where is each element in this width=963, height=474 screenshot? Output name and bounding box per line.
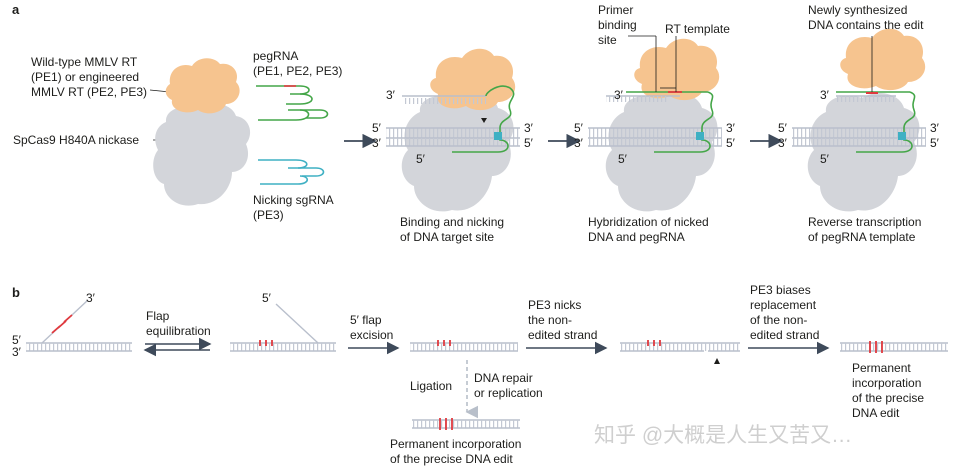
rt-protein-shape <box>165 58 240 114</box>
b-dna-3flap <box>26 299 132 352</box>
step1-5prime-left: 5′ <box>372 121 382 135</box>
step2-3prime-left: 3′ <box>574 136 584 150</box>
pe3-nicks-line1: PE3 nicks <box>528 298 581 312</box>
b-dna-excised <box>410 340 518 352</box>
step1-3prime-left: 3′ <box>372 136 382 150</box>
step2-caption-line1: Hybridization of nicked <box>588 215 709 229</box>
step2-3prime-right: 3′ <box>726 121 736 135</box>
flap-excision-line2: excision <box>350 328 393 342</box>
permanent-right-line4: DNA edit <box>852 406 900 420</box>
b-dna-nicked <box>620 340 740 364</box>
ligation-label: Ligation <box>410 379 452 393</box>
rt-label-line2: (PE1) or engineered <box>31 70 139 84</box>
step3-5prime-left: 5′ <box>778 121 788 135</box>
dna-repair-line2: or replication <box>474 386 543 400</box>
step2-5prime-left: 5′ <box>574 121 584 135</box>
b-dna-final-right <box>840 341 948 353</box>
step2-caption-line2: DNA and pegRNA <box>588 230 685 244</box>
b2-5prime: 5′ <box>262 291 272 305</box>
b-dna-final-left <box>412 418 520 430</box>
nicking-label-line2: (PE3) <box>253 208 284 222</box>
permanent-right-line1: Permanent <box>852 361 911 375</box>
synth-label-line2: DNA contains the edit <box>808 18 924 32</box>
pe3-biases-line4: edited strand <box>750 328 819 342</box>
pegrna-glyph <box>256 85 329 121</box>
pegrna-label-line1: pegRNA <box>253 49 298 63</box>
b1-3prime-bottom: 3′ <box>12 345 22 359</box>
step1-5prime-right: 5′ <box>524 136 534 150</box>
synth-label-line1: Newly synthesized <box>808 3 907 17</box>
step1-3prime-right: 3′ <box>524 121 534 135</box>
step3-caption-line1: Reverse transcription <box>808 215 921 229</box>
step2-5prime-right: 5′ <box>726 136 736 150</box>
rt-label-line1: Wild-type MMLV RT <box>31 55 138 69</box>
permanent-left-line1: Permanent incorporation <box>390 437 521 451</box>
cas9-label: SpCas9 H840A nickase <box>13 133 139 147</box>
step2-complex <box>588 35 722 212</box>
step1-caption-line1: Binding and nicking <box>400 215 504 229</box>
step1-5prime-guide: 5′ <box>416 152 426 166</box>
panel-b-letter: b <box>12 285 20 300</box>
step1-complex <box>386 48 520 212</box>
watermark: 知乎 @大概是人生又苦又… <box>594 424 852 447</box>
cas9-protein-shape <box>153 103 251 206</box>
pe3-biases-line3: of the non- <box>750 313 807 327</box>
pe3-biases-line2: replacement <box>750 298 817 312</box>
b1-5prime: 5′ <box>12 333 22 347</box>
step2-5prime-guide: 5′ <box>618 152 628 166</box>
step1-caption-line2: of DNA target site <box>400 230 494 244</box>
step3-5prime-guide: 5′ <box>820 152 830 166</box>
pe3-nicks-line2: the non- <box>528 313 572 327</box>
step3-3prime-left: 3′ <box>778 136 788 150</box>
step3-caption-line2: of pegRNA template <box>808 230 916 244</box>
pegrna-label-line2: (PE1, PE2, PE3) <box>253 64 342 78</box>
dna-repair-line1: DNA repair <box>474 371 533 385</box>
primer-label-line1: Primer <box>598 3 633 17</box>
flap-eq-line2: equilibration <box>146 324 211 338</box>
primer-label-line2: binding <box>598 18 637 32</box>
step1-3prime: 3′ <box>386 88 396 102</box>
flap-eq-line1: Flap <box>146 309 170 323</box>
pe3-biases-line1: PE3 biases <box>750 283 811 297</box>
pe3-nicks-line3: edited strand <box>528 328 597 342</box>
b-dna-5flap <box>230 303 336 352</box>
permanent-right-line2: incorporation <box>852 376 921 390</box>
panel-a-letter: a <box>12 2 20 17</box>
step2-3prime: 3′ <box>614 88 624 102</box>
nicking-label-line1: Nicking sgRNA <box>253 193 334 207</box>
b1-3prime: 3′ <box>86 291 96 305</box>
step3-3prime-right: 3′ <box>930 121 940 135</box>
permanent-right-line3: of the precise <box>852 391 924 405</box>
rt-label-line3: MMLV RT (PE2, PE3) <box>31 85 147 99</box>
flap-excision-line1: 5′ flap <box>350 313 382 327</box>
permanent-left-line2: of the precise DNA edit <box>390 452 513 466</box>
step3-complex <box>792 28 926 212</box>
step3-5prime-right: 5′ <box>930 136 940 150</box>
nicking-sgrna-glyph <box>258 159 325 185</box>
primer-label-line3: site <box>598 33 617 47</box>
step3-3prime: 3′ <box>820 88 830 102</box>
rt-template-label: RT template <box>665 22 730 36</box>
